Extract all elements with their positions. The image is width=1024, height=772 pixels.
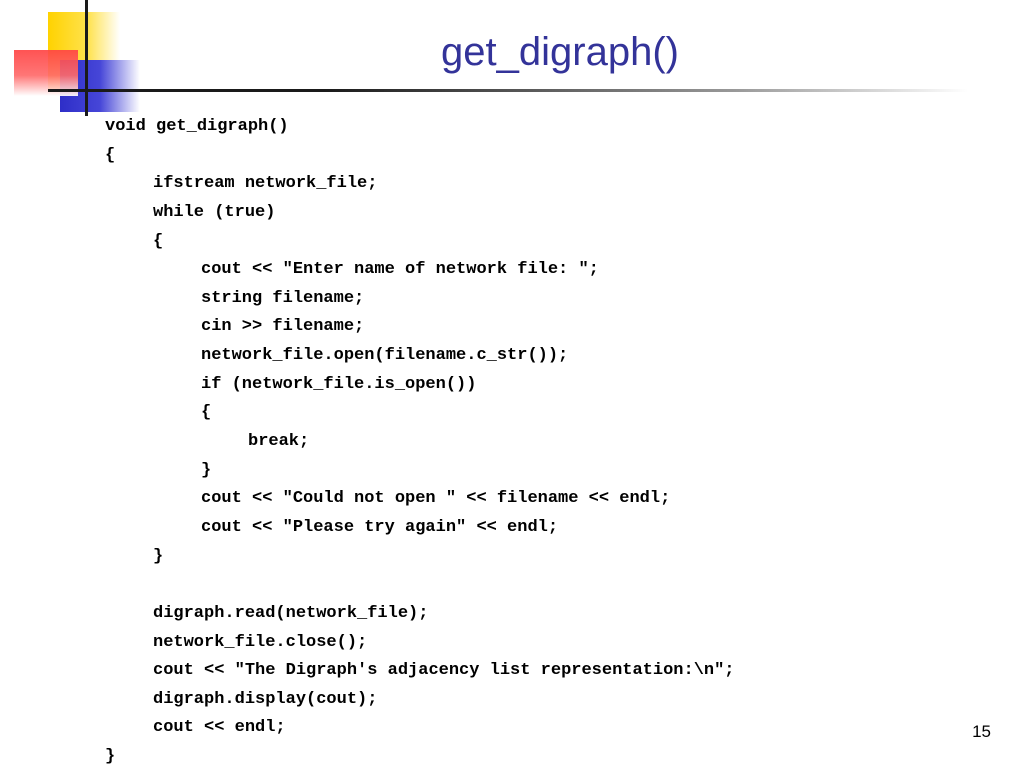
code-line: cout << "The Digraph's adjacency list re… (153, 661, 735, 681)
code-line: void get_digraph() (105, 117, 289, 136)
slide-title: get_digraph() (441, 30, 679, 74)
code-line: cout << "Could not open " << filename <<… (201, 489, 671, 509)
code-line: digraph.display(cout); (153, 689, 378, 709)
decorative-vertical-line (85, 0, 88, 116)
code-line: cout << endl; (153, 718, 286, 738)
code-line: } (201, 460, 212, 480)
code-line: } (153, 546, 164, 566)
code-line: while (true) (153, 202, 276, 222)
code-line: ifstream network_file; (153, 174, 378, 194)
title-divider-line (48, 89, 968, 92)
code-line: cout << "Enter name of network file: "; (201, 260, 599, 280)
page-number: 15 (972, 722, 991, 741)
code-line: break; (248, 432, 310, 452)
code-line: network_file.open(filename.c_str()); (201, 346, 569, 366)
decorative-red-square (14, 50, 78, 96)
code-line: } (105, 747, 116, 767)
code-line: digraph.read(network_file); (153, 603, 429, 623)
code-block: void get_digraph() { ifstream network_file… (105, 113, 985, 772)
code-line: string filename; (201, 288, 365, 308)
code-line: { (105, 145, 116, 165)
code-line: { (153, 231, 164, 251)
code-line: cin >> filename; (201, 317, 365, 337)
code-line: cout << "Please try again" << endl; (201, 517, 559, 537)
code-line: if (network_file.is_open()) (201, 374, 477, 394)
code-line: network_file.close(); (153, 632, 368, 652)
code-line: { (201, 403, 212, 423)
code-line (105, 571, 985, 600)
